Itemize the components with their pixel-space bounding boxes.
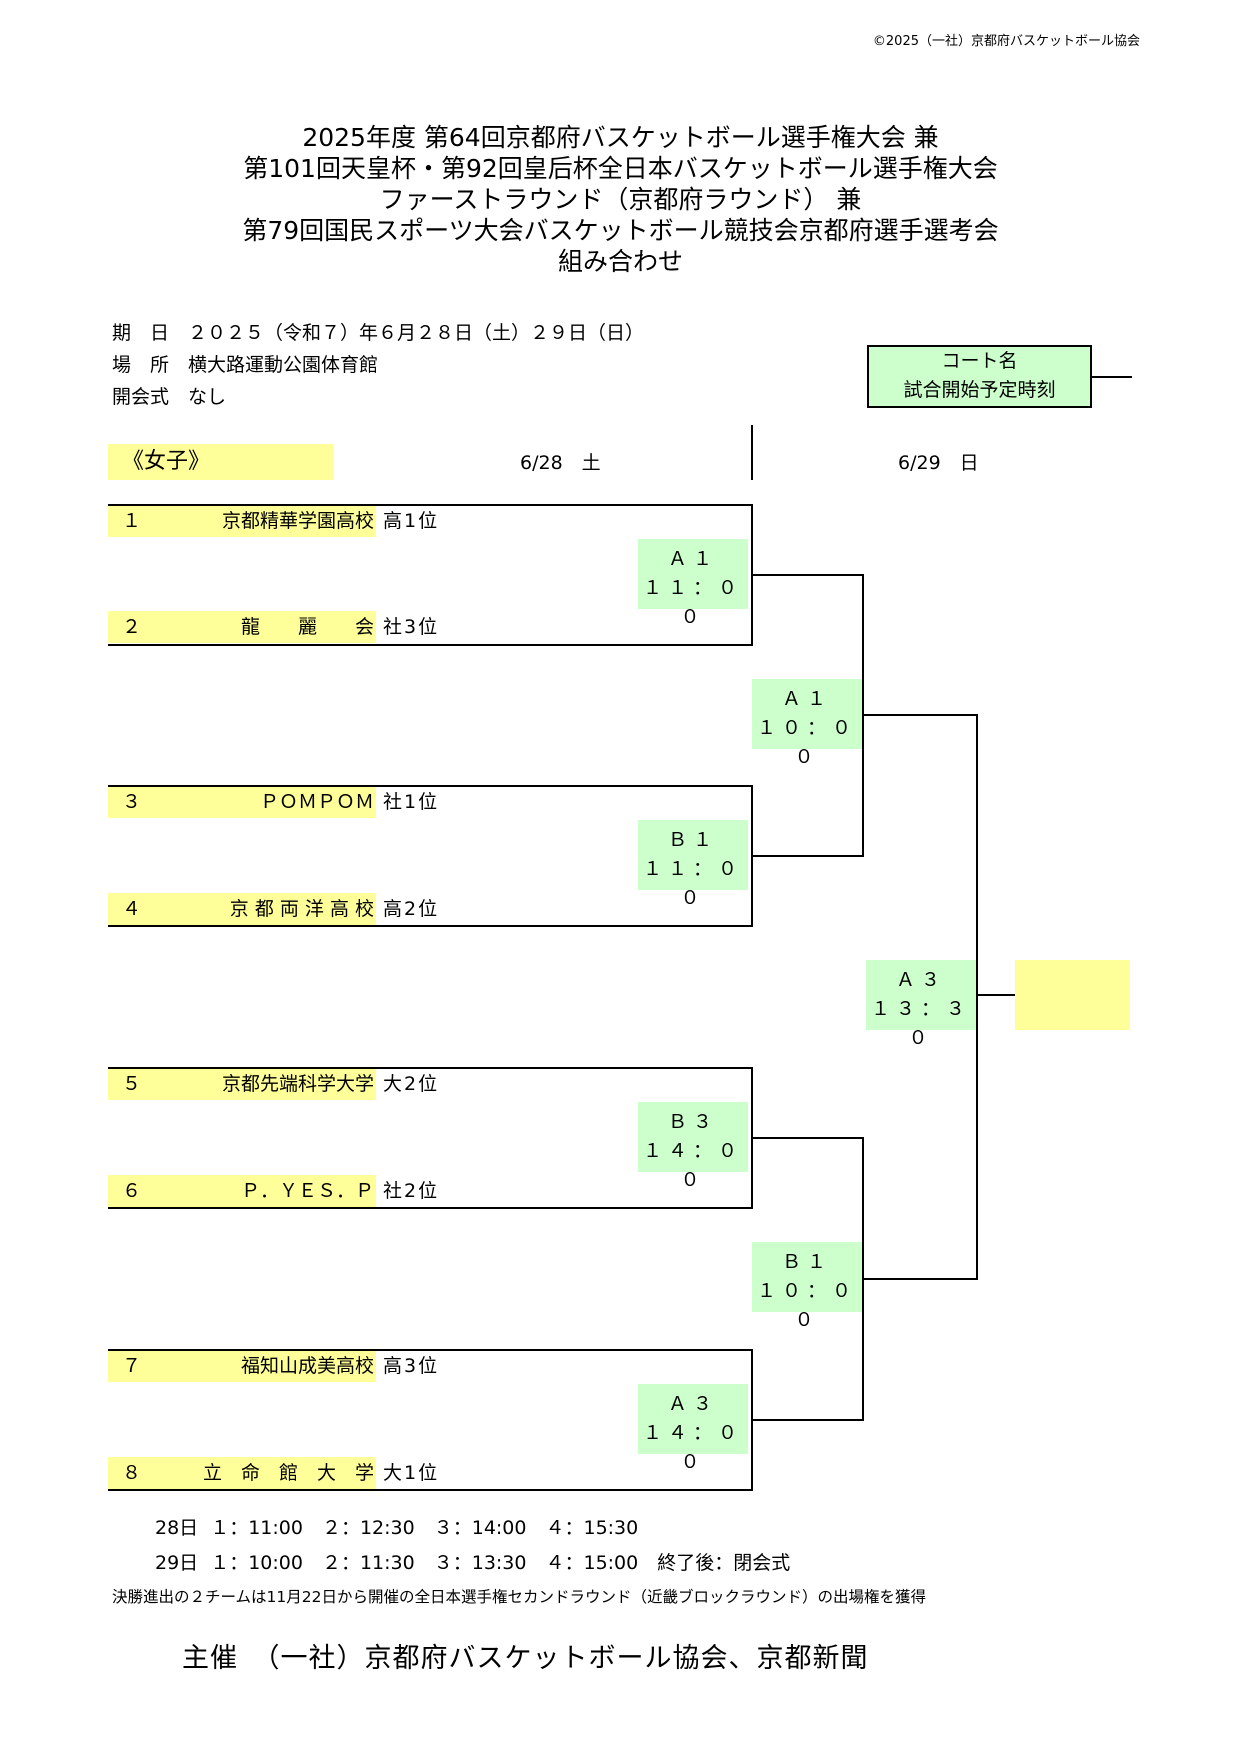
- category-label: 《女子》: [108, 444, 333, 480]
- team-6: ６ Ｐ．ＹＥＳ．Ｐ: [108, 1175, 376, 1207]
- match-court: Ａ３: [895, 969, 946, 991]
- match-time: １３：３０: [870, 998, 971, 1049]
- day2-label: 6/29 日: [898, 452, 979, 474]
- match-4: Ａ３ １４：００: [638, 1384, 748, 1473]
- team-number: ３: [122, 791, 142, 813]
- bracket-line: [108, 644, 753, 646]
- bracket-line: [976, 714, 978, 1280]
- match-5: Ａ１ １０：００: [752, 679, 862, 768]
- legend-box: コート名 試合開始予定時刻: [867, 345, 1092, 408]
- team-rank: 社2位: [383, 1180, 440, 1202]
- legend-connector: [1092, 376, 1132, 378]
- title-line-2: 第101回天皇杯・第92回皇后杯全日本バスケットボール選手権大会: [243, 154, 998, 183]
- team-rank: 大1位: [383, 1462, 440, 1484]
- copyright-notice: ©2025（一社）京都府バスケットボール協会: [872, 34, 1140, 49]
- team-4: ４ 京 都 両 洋 高 校: [108, 893, 376, 925]
- page-title: 2025年度 第64回京都府バスケットボール選手権大会 兼 第101回天皇杯・第…: [0, 122, 1241, 277]
- team-1: １ 京都精華学園高校: [108, 505, 376, 537]
- team-rank: 高1位: [383, 510, 440, 532]
- team-8: ８ 立 命 館 大 学: [108, 1457, 376, 1489]
- match-court: Ａ１: [781, 688, 832, 710]
- match-court: Ｂ１: [667, 829, 718, 851]
- match-time: １１：００: [642, 577, 743, 628]
- team-number: １: [122, 510, 142, 532]
- bracket-line: [862, 1278, 978, 1280]
- team-number: ４: [122, 898, 142, 920]
- match-2: Ｂ１ １１：００: [638, 820, 748, 909]
- title-line-5: 組み合わせ: [557, 247, 683, 276]
- bracket-line: [751, 574, 864, 576]
- team-number: ８: [122, 1462, 142, 1484]
- bracket-line: [862, 714, 978, 716]
- bracket-line: [108, 925, 753, 927]
- bracket-line: [751, 1137, 864, 1139]
- team-number: ７: [122, 1355, 142, 1377]
- schedule-day28: 28日 １：11:00 ２：12:30 ３：14:00 ４：15:30: [155, 1517, 639, 1539]
- team-name: 福知山成美高校: [240, 1355, 374, 1377]
- team-rank: 社1位: [383, 791, 440, 813]
- legend-time: 試合開始予定時刻: [903, 379, 1056, 401]
- team-name: ＰＯＭＰＯＭ: [259, 791, 374, 813]
- bracket-line: [108, 1349, 753, 1351]
- bracket-line: [108, 1489, 753, 1491]
- day1-label: 6/28 土: [520, 452, 601, 474]
- match-court: Ａ３: [667, 1393, 718, 1415]
- opening-ceremony: 開会式 なし: [112, 386, 227, 408]
- team-name: 京都精華学園高校: [221, 510, 374, 532]
- event-venue: 場 所 横大路運動公園体育館: [112, 354, 379, 376]
- match-court: Ｂ１: [781, 1251, 832, 1273]
- team-name: 京 都 両 洋 高 校: [229, 898, 374, 920]
- bracket-line: [108, 785, 753, 787]
- title-line-3: ファーストラウンド（京都府ラウンド） 兼: [379, 185, 862, 214]
- match-time: １０：００: [756, 1280, 857, 1331]
- day-separator: [751, 425, 753, 480]
- team-number: ５: [122, 1073, 142, 1095]
- match-time: １４：００: [642, 1140, 743, 1191]
- schedule-day29: 29日 １：10:00 ２：11:30 ３：13:30 ４：15:00 終了後：…: [155, 1552, 791, 1574]
- legend-court: コート名: [941, 350, 1018, 372]
- team-name: 京都先端科学大学: [221, 1073, 374, 1095]
- team-name: 立 命 館 大 学: [202, 1462, 374, 1484]
- match-court: Ａ１: [667, 548, 718, 570]
- bracket-line: [751, 1419, 864, 1421]
- team-7: ７ 福知山成美高校: [108, 1350, 376, 1382]
- bracket-line: [108, 1067, 753, 1069]
- match-court: Ｂ３: [667, 1111, 718, 1133]
- team-rank: 大2位: [383, 1073, 440, 1095]
- bracket-line: [108, 1207, 753, 1209]
- team-rank: 高2位: [383, 898, 440, 920]
- title-line-1: 2025年度 第64回京都府バスケットボール選手権大会 兼: [302, 123, 939, 152]
- event-date: 期 日 ２０２５（令和７）年６月２８日（土）２９日（日）: [112, 322, 645, 344]
- match-6: Ｂ１ １０：００: [752, 1242, 862, 1331]
- bracket-line: [108, 504, 753, 506]
- bracket-line: [976, 994, 1016, 996]
- match-3: Ｂ３ １４：００: [638, 1102, 748, 1191]
- team-5: ５ 京都先端科学大学: [108, 1068, 376, 1100]
- match-time: １１：００: [642, 858, 743, 909]
- match-time: １０：００: [756, 717, 857, 768]
- team-rank: 高3位: [383, 1355, 440, 1377]
- match-final: Ａ３ １３：３０: [866, 960, 976, 1049]
- bracket-line: [751, 855, 864, 857]
- team-number: ２: [122, 616, 142, 638]
- team-name: Ｐ．ＹＥＳ．Ｐ: [240, 1180, 374, 1202]
- team-rank: 社3位: [383, 616, 440, 638]
- organizer: 主催 （一社）京都府バスケットボール協会、京都新聞: [182, 1643, 869, 1674]
- team-2: ２ 龍 麗 会: [108, 611, 376, 643]
- match-time: １４：００: [642, 1422, 743, 1473]
- qualification-note: 決勝進出の２チームは11月22日から開催の全日本選手権セカンドラウンド（近畿ブロ…: [112, 1588, 926, 1606]
- title-line-4: 第79回国民スポーツ大会バスケットボール競技会京都府選手選考会: [242, 216, 999, 245]
- winner-box: [1015, 960, 1130, 1030]
- team-name: 龍 麗 会: [240, 616, 374, 638]
- match-1: Ａ１ １１：００: [638, 539, 748, 628]
- team-number: ６: [122, 1180, 142, 1202]
- team-3: ３ ＰＯＭＰＯＭ: [108, 786, 376, 818]
